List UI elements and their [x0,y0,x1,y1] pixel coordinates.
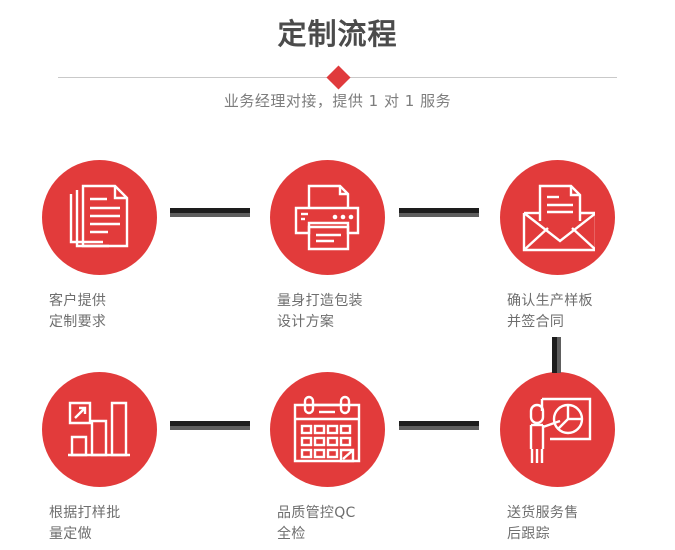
connector-bar-dark [552,337,557,373]
connector-bar-dark [399,421,479,426]
documents-stack-icon [69,184,129,247]
flow-step-5-label: 品质管控QC 全检 [277,505,356,542]
page-title: 定制流程 [277,17,398,51]
connector-bar-gray [170,213,250,217]
page-subtitle: 业务经理对接，提供 1 对 1 服务 [223,92,452,110]
flow-step-3-label: 确认生产样板 并签合同 [507,293,593,330]
connector-2-3 [399,208,479,217]
connector-5-6 [399,421,479,430]
connector-bar-gray [399,213,479,217]
flow-step-5-circle [269,372,385,487]
connector-bar-dark [399,208,479,213]
connector-bar-dark [170,208,250,213]
connector-1-2 [170,208,250,217]
flow-step-6-circle [499,372,615,487]
flow-step-3-circle [499,160,615,275]
printer-icon [294,184,360,250]
flow-step-6[interactable]: 送货服务售 后跟踪 [467,372,647,545]
flow-step-1[interactable]: 客户提供 定制要求 [9,160,189,333]
flow-step-5[interactable]: 品质管控QC 全检 [237,372,417,545]
connector-bar-gray [399,426,479,430]
flow-step-3[interactable]: 确认生产样板 并签合同 [467,160,647,333]
flow-step-4-circle [41,372,157,487]
flow-step-6-label: 送货服务售 后跟踪 [507,505,579,542]
divider [58,65,617,90]
flow-step-2-label: 量身打造包装 设计方案 [277,293,363,330]
bar-chart-growth-icon [68,401,130,456]
presenter-pie-chart-icon [529,397,592,463]
flow-step-4[interactable]: 根据打样批 量定做 [9,372,189,545]
connector-bar-gray [170,426,250,430]
connector-bar-dark [170,421,250,426]
connector-4-5 [170,421,250,430]
flow-step-1-circle [41,160,157,275]
connector-3-6 [552,337,561,373]
flow-step-4-label: 根据打样批 量定做 [49,505,121,542]
calendar-check-icon [293,395,361,462]
header: 定制流程 业务经理对接，提供 1 对 1 服务 [0,0,675,130]
connector-bar-gray [557,337,561,373]
flow-step-2-circle [269,160,385,275]
flow-step-2[interactable]: 量身打造包装 设计方案 [237,160,417,333]
flow-step-1-label: 客户提供 定制要求 [49,293,107,330]
envelope-letter-icon [522,184,595,251]
